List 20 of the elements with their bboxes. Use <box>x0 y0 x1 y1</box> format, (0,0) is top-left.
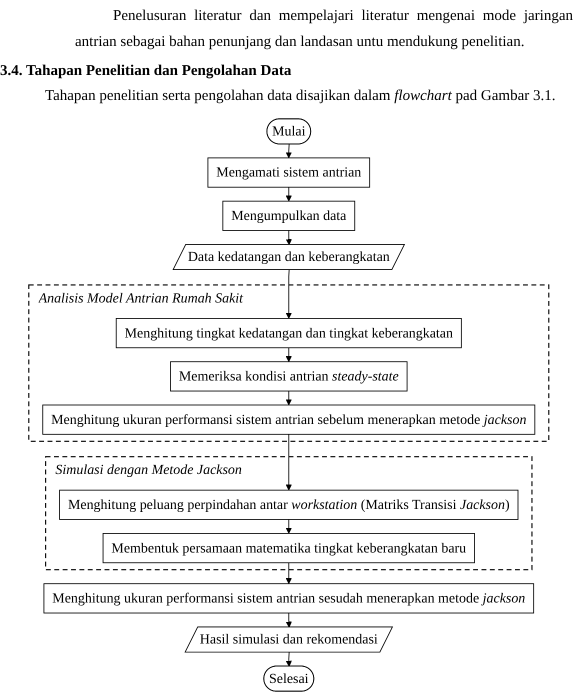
node-box: Mengumpulkan data <box>222 200 355 230</box>
arrow <box>285 562 292 584</box>
arrow <box>285 390 292 405</box>
body-paragraph: Penelusuran literatur dan mempelajari literatur mengenai mode jaringan antrian sebagai bahan penunjang dan landasan untu mendukung penelitian. <box>75 7 573 52</box>
node-box: Menghitung ukuran performansi sistem antrian sebelum menerapkan metode jackson <box>42 404 535 434</box>
node-box: Memeriksa kondisi antrian steady-state <box>170 360 408 391</box>
arrow <box>286 612 292 628</box>
arrow <box>285 346 292 362</box>
arrow <box>285 186 292 201</box>
node-box: Membentuk persamaan matematika tingkat keberangkatan baru <box>102 532 475 563</box>
section-heading: 3.4. Tahapan Penelitian dan Pengolahan Data <box>0 63 292 80</box>
node-box: Menghitung tingkat kedatangan dan tingkat keberangkatan <box>116 318 462 348</box>
arrow <box>285 143 292 158</box>
arrow <box>285 433 292 490</box>
node-box: Mengamati sistem antrian <box>207 156 370 188</box>
arrow <box>285 269 292 318</box>
body-paragraph: Tahapan penelitian serta pengolahan data disajikan dalam flowchart pad Gambar 3.1. <box>44 87 556 106</box>
arrow <box>286 652 292 666</box>
node-box: Menghitung peluang perpindahan antar workstation (Matriks Transisi Jackson) <box>58 489 518 520</box>
node-box: Menghitung ukuran performansi sistem antrian sesudah menerapkan metode jackson <box>43 582 534 613</box>
